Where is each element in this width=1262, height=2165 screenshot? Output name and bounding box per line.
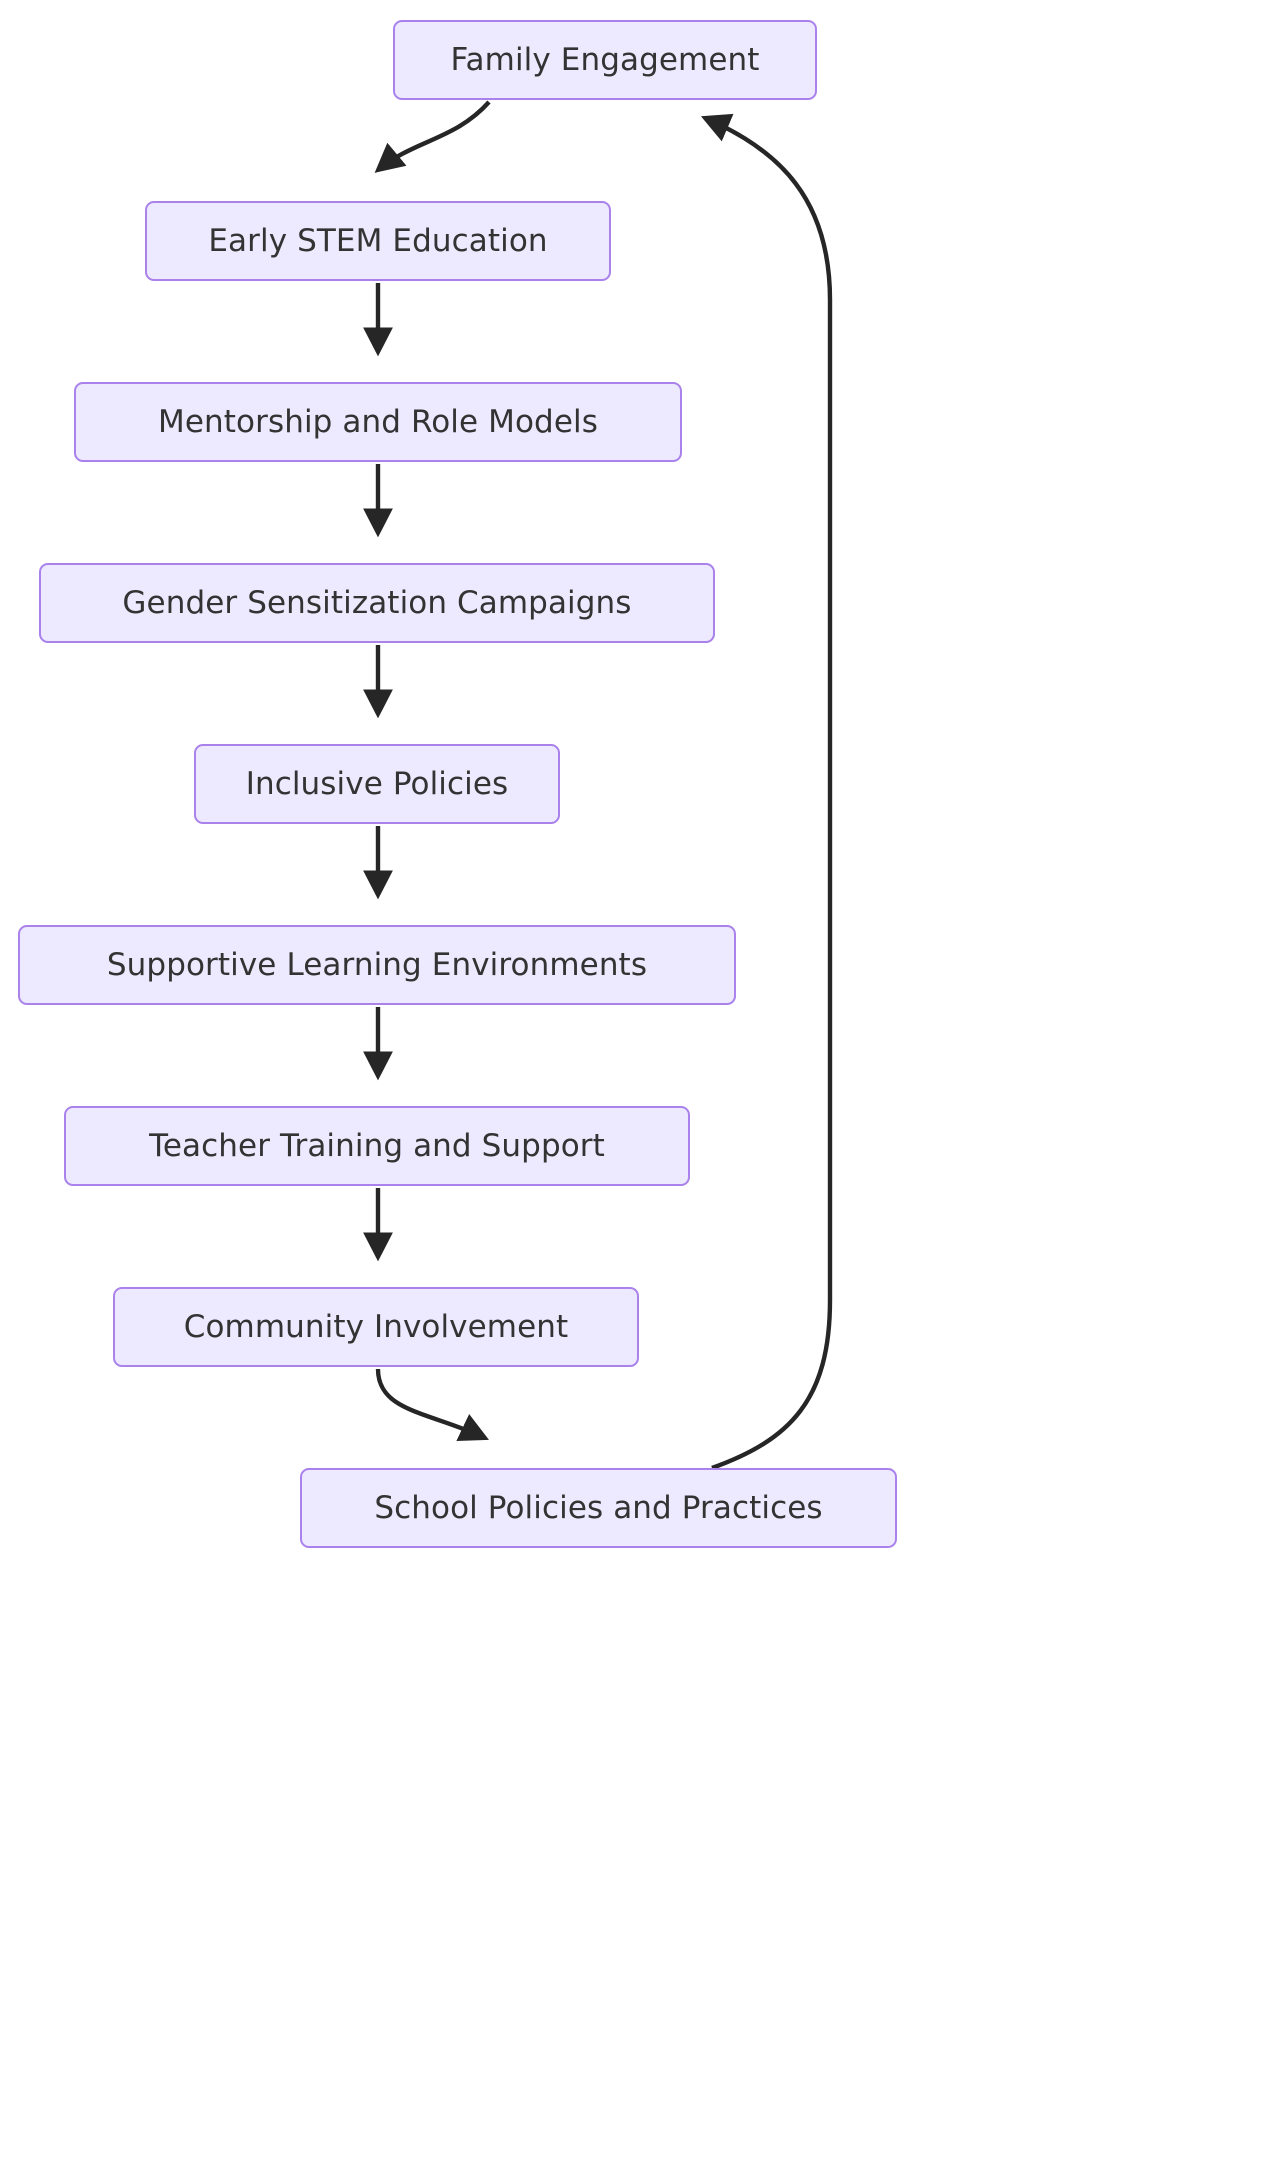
node-label: Family Engagement (450, 41, 760, 78)
node-early-stem-education[interactable]: Early STEM Education (145, 201, 611, 281)
node-label: Inclusive Policies (245, 765, 509, 802)
edge-family-engagement-to-early-stem (374, 100, 491, 173)
edge-community-involvement-to-school-policies (375, 1368, 489, 1442)
node-community-involvement[interactable]: Community Involvement (113, 1287, 639, 1367)
node-label: Early STEM Education (208, 222, 548, 259)
edge-school-policies-to-family-engagement (700, 113, 833, 1471)
node-school-policies-and-practices[interactable]: School Policies and Practices (300, 1468, 897, 1548)
node-gender-sensitization-campaigns[interactable]: Gender Sensitization Campaigns (39, 563, 715, 643)
node-label: Gender Sensitization Campaigns (122, 584, 632, 621)
node-teacher-training-and-support[interactable]: Teacher Training and Support (64, 1106, 690, 1186)
node-inclusive-policies[interactable]: Inclusive Policies (194, 744, 560, 824)
node-label: Supportive Learning Environments (106, 946, 648, 983)
node-mentorship-and-role-models[interactable]: Mentorship and Role Models (74, 382, 682, 462)
node-supportive-learning-environments[interactable]: Supportive Learning Environments (18, 925, 736, 1005)
node-label: Mentorship and Role Models (158, 403, 598, 440)
node-label: Teacher Training and Support (149, 1127, 605, 1164)
node-label: Community Involvement (183, 1308, 569, 1345)
node-family-engagement[interactable]: Family Engagement (393, 20, 817, 100)
node-label: School Policies and Practices (374, 1489, 823, 1526)
